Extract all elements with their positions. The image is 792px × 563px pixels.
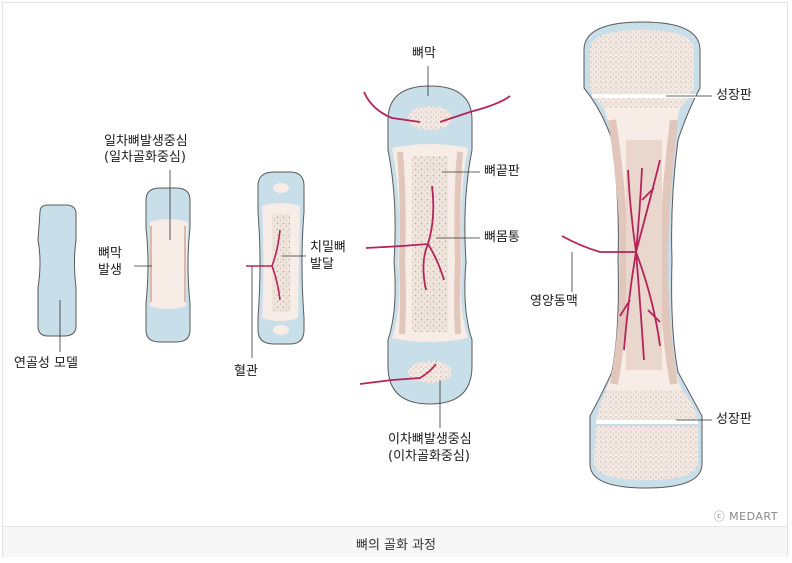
label-compact-bone-2: 발달 [310, 257, 334, 272]
label-primary-center-1: 일차뼈발생중심 [104, 134, 188, 149]
copyright-credit: ⓒ MEDART [713, 510, 778, 523]
label-blood-vessel: 혈관 [234, 364, 258, 379]
label-primary-center-2: (일차골화중심) [104, 150, 186, 165]
label-secondary-center-2: (이차골화중심) [388, 449, 470, 464]
label-periosteum-formation-2: 발생 [98, 263, 122, 278]
label-nutrient-artery: 영양동맥 [530, 294, 578, 309]
label-periosteum-formation-1: 뼈막 [98, 246, 122, 261]
label-growth-plate-top: 성장판 [716, 88, 752, 103]
label-growth-plate-bottom: 성장판 [716, 412, 752, 427]
caption-bar [3, 526, 787, 557]
stage-mature-bone [561, 21, 712, 489]
label-medullary-cavity: 뼈몸통 [484, 230, 520, 245]
stage-primary-center [145, 187, 191, 343]
stage-cartilage-model [37, 204, 77, 337]
stage-secondary-center [359, 66, 511, 428]
label-cartilage-model: 연골성 모델 [14, 356, 78, 371]
label-epiphyseal-plate: 뼈끝판 [484, 164, 520, 179]
label-periosteum: 뼈막 [412, 46, 436, 61]
leader-lines [59, 170, 306, 358]
label-secondary-center-1: 이차뼈발생중심 [388, 432, 472, 447]
figure-caption: 뼈의 골화 과정 [355, 538, 437, 553]
stage-vessel-invasion [246, 171, 305, 345]
label-compact-bone-1: 치밀뼈 [310, 240, 346, 255]
